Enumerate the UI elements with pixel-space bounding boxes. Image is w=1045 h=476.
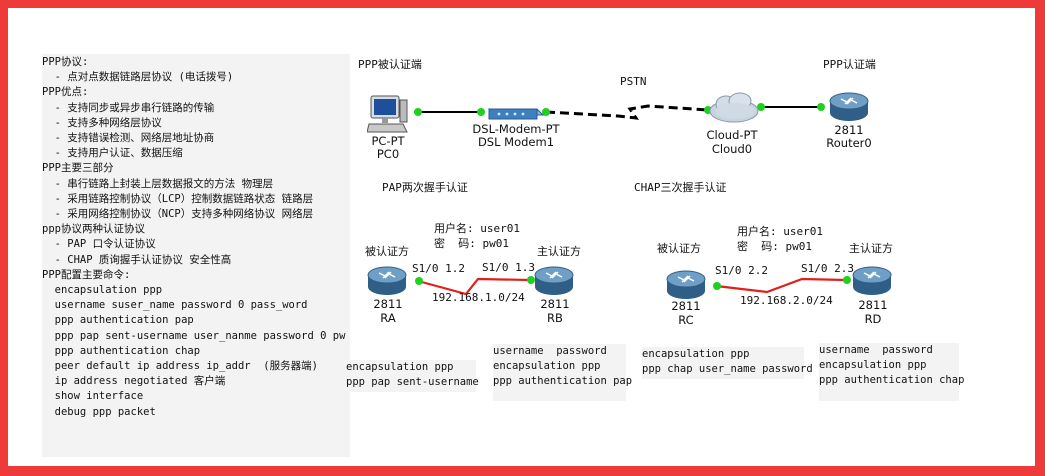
note-line: - 支持用户认证、数据压缩: [42, 147, 183, 160]
note-line: show interface: [42, 390, 144, 403]
rc-role-label: 被认证方: [657, 242, 701, 255]
note-line: username suser_name password 0 pass_word: [42, 299, 308, 312]
rc-command-note: encapsulation ppp ppp chap user_name pas…: [642, 347, 813, 379]
note-line: - 采用网络控制协议（NCP）支持多种网络协议 网络层: [42, 208, 314, 221]
dsl-modem-device[interactable]: [485, 103, 545, 123]
rb-command-note: username password encapsulation ppp ppp …: [493, 344, 632, 401]
topology-links: [414, 103, 851, 296]
pap-password: 密 码: pw01: [434, 237, 509, 250]
note-line: - PAP 口令认证协议: [42, 238, 156, 251]
link-light: [843, 276, 851, 284]
ra-model-label: 2811: [373, 297, 403, 311]
note-line: debug ppp packet: [42, 405, 156, 418]
note-line: - 支持同步或异步串行链路的传输: [42, 101, 215, 114]
pstn-phone-link: [545, 104, 709, 120]
note-line: - 点对点数据链路层协议 (电话拨号): [42, 71, 234, 84]
note-line: peer default ip address ip_addr (服务器端): [42, 360, 318, 373]
rc-name-label: RC: [678, 313, 694, 327]
modem-name-label: DSL Modem1: [477, 135, 555, 149]
link-light: [542, 108, 550, 116]
link-light: [757, 103, 765, 111]
link-light: [713, 282, 721, 290]
modem-icon: [487, 108, 545, 120]
chap-title: CHAP三次握手认证: [634, 181, 727, 194]
note-line: - 采用链路控制协议（LCP）控制数据链路状态 链路层: [42, 192, 314, 205]
rc-model-label: 2811: [671, 299, 701, 313]
cloud-name-label: Cloud0: [711, 142, 753, 156]
note-line: - CHAP 质询握手认证协议 安全性高: [42, 253, 232, 266]
note-line: PPP主要三部分: [42, 162, 114, 175]
ra-device[interactable]: [365, 264, 409, 298]
pap-username: 用户名: user01: [434, 222, 520, 235]
rc-device[interactable]: [664, 268, 708, 302]
rb-port-label: S1/0 1.3: [482, 261, 535, 274]
router-icon: [852, 266, 892, 295]
chap-network-label: 192.168.2.0/24: [740, 294, 833, 307]
note-line: ip address negotiated 客户端: [42, 375, 226, 388]
rd-name-label: RD: [864, 312, 882, 326]
rd-role-label: 主认证方: [849, 242, 893, 255]
rc-rd-serial-link: [715, 277, 847, 294]
pstn-label: PSTN: [620, 75, 647, 88]
cloud-device[interactable]: [706, 91, 762, 125]
note-line: - 串行链路上封装上层数据报文的方法 物理层: [42, 177, 274, 190]
workspace-canvas[interactable]: PPP协议: - 点对点数据链路层协议 (电话拨号) PPP优点: - 支持同步或…: [8, 8, 1035, 466]
note-line: PPP协议:: [42, 56, 89, 68]
pc-model-label: PC-PT: [371, 134, 405, 148]
note-line: - 支持多种网络层协议: [42, 116, 162, 129]
router-icon: [367, 266, 407, 295]
rd-command-note: username password encapsulation ppp ppp …: [819, 343, 964, 401]
note-line: ppp pap sent-username user_nanme passwor…: [42, 329, 346, 342]
note-line: - 支持错误检测、网络层地址协商: [42, 132, 215, 145]
rb-device[interactable]: [532, 264, 576, 298]
router0-model-label: 2811: [834, 123, 864, 137]
ra-name-label: RA: [380, 311, 396, 325]
note-line: PPP配置主要命令:: [42, 268, 131, 281]
protocol-notes-panel: PPP协议: - 点对点数据链路层协议 (电话拨号) PPP优点: - 支持同步或…: [42, 54, 350, 457]
rd-port-label: S1/0 2.3: [801, 262, 854, 275]
router0-device[interactable]: [827, 90, 871, 124]
pc-device[interactable]: [366, 94, 409, 134]
note-line: ppp authentication pap: [42, 314, 194, 327]
link-light: [817, 103, 825, 111]
router-icon: [829, 92, 869, 121]
ra-command-note: encapsulation ppp ppp pap sent-username: [346, 360, 479, 392]
pap-network-label: 192.168.1.0/24: [432, 291, 525, 304]
rd-model-label: 2811: [858, 298, 888, 312]
pc-name-label: PC0: [376, 147, 400, 161]
ra-port-label: S1/0 1.2: [412, 262, 465, 275]
rb-name-label: RB: [547, 311, 563, 325]
chap-password: 密 码: pw01: [737, 240, 812, 253]
note-line: PPP优点:: [42, 86, 89, 99]
rb-role-label: 主认证方: [537, 245, 581, 258]
cloud-model-label: Cloud-PT: [706, 128, 758, 142]
ra-role-label: 被认证方: [365, 245, 409, 258]
rd-device[interactable]: [850, 264, 894, 298]
link-light: [477, 108, 485, 116]
rb-model-label: 2811: [540, 297, 570, 311]
note-line: encapsulation ppp: [42, 284, 163, 297]
note-line: ppp协议两种认证协议: [42, 223, 145, 236]
router-icon: [534, 266, 574, 295]
router-icon: [666, 270, 706, 299]
ppp-server-label: PPP认证端: [823, 58, 876, 71]
modem-model-label: DSL-Modem-PT: [472, 122, 560, 136]
pap-title: PAP两次握手认证: [382, 181, 468, 194]
link-light: [415, 277, 423, 285]
rc-port-label: S1/0 2.2: [715, 264, 768, 277]
ra-rb-serial-link: [417, 277, 531, 296]
link-light: [527, 276, 535, 284]
pc-icon: [366, 95, 408, 133]
chap-username: 用户名: user01: [737, 225, 823, 238]
cloud-icon: [709, 92, 759, 123]
note-line: ppp authentication chap: [42, 344, 201, 357]
ppp-client-label: PPP被认证端: [358, 58, 422, 71]
link-light: [414, 108, 422, 116]
router0-name-label: Router0: [826, 136, 872, 150]
